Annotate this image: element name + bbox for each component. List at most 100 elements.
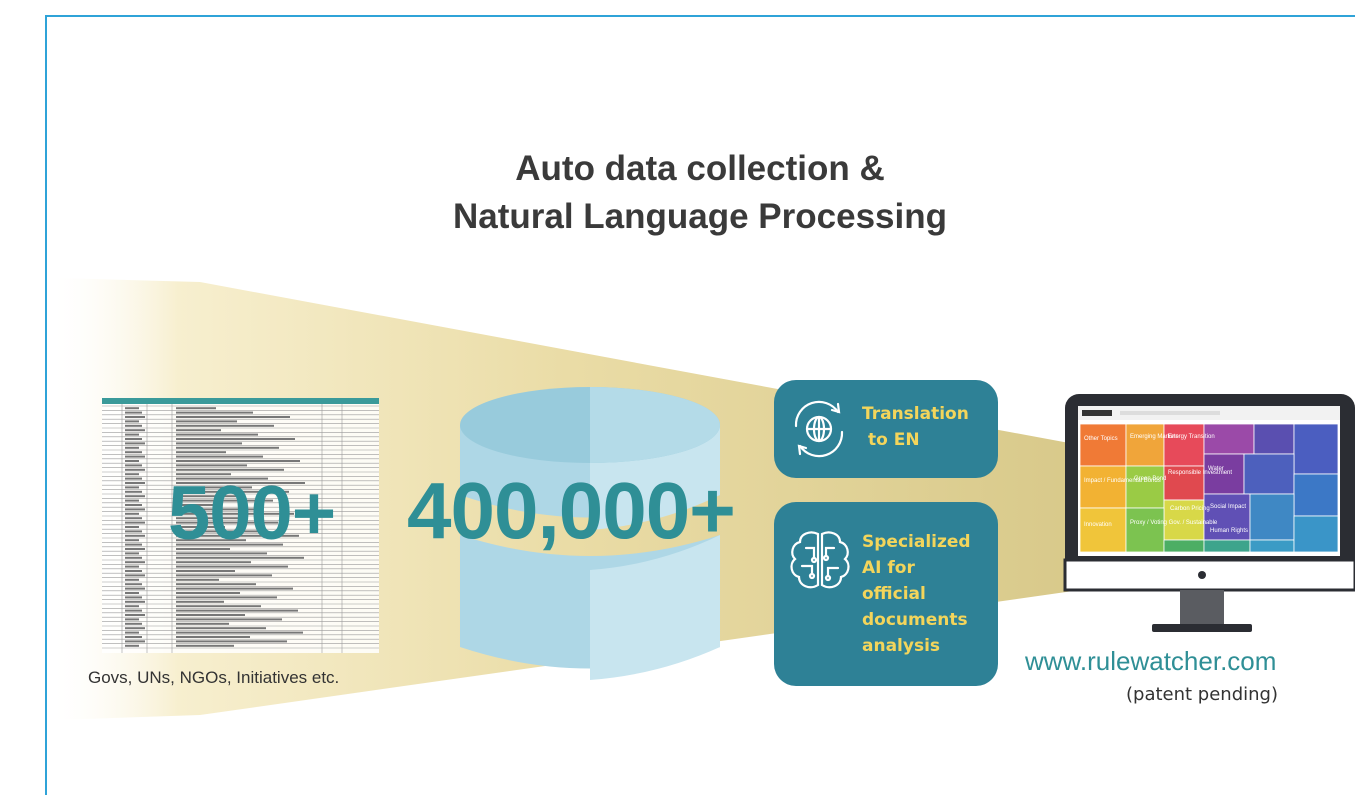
title-line-1: Auto data collection & [515, 149, 885, 188]
treemap-tile-label: Impact / Fundamental Bonds [1084, 478, 1161, 484]
sheet-cell-text [125, 631, 139, 634]
sheet-cell-text [176, 539, 246, 542]
sheet-cell-text [176, 631, 303, 634]
sheet-cell-text [125, 407, 139, 410]
translation-card: Translation to EN [774, 380, 998, 478]
sources-count: 500+ [168, 471, 336, 556]
sheet-cell-text [176, 596, 277, 599]
treemap-tile [1163, 539, 1205, 553]
treemap-tile-label: Social Impact [1210, 504, 1246, 510]
sheet-cell-text [125, 552, 139, 555]
sheet-cell-text [176, 486, 252, 489]
treemap-tile [1293, 515, 1339, 553]
sheet-cell-text [125, 490, 142, 493]
sheet-cell-text [176, 442, 242, 445]
sheet-cell-text [125, 596, 142, 599]
treemap-tile-label: Green Bond [1134, 476, 1166, 482]
sheet-cell-text [125, 548, 145, 550]
sheet-cell-text [125, 455, 145, 458]
sheet-cell-text [176, 574, 272, 577]
sheet-cell-text [176, 446, 279, 449]
sheet-cell-text [176, 429, 221, 432]
sheet-cell-text [125, 464, 142, 467]
sheet-cell-text [176, 534, 299, 537]
ai-analysis-card: Specialized AI for official documents an… [774, 502, 998, 686]
sheet-cell-text [176, 526, 225, 528]
sheet-cell-text [176, 605, 261, 608]
sheet-cell-text [176, 460, 300, 462]
treemap-tile-label: Other Topics [1084, 436, 1118, 442]
sheet-cell-text [176, 570, 235, 572]
sheet-cell-text [176, 543, 283, 546]
sheet-cell-text [125, 521, 145, 524]
ai-line-5: analysis [862, 636, 941, 656]
sheet-cell-text [125, 526, 139, 528]
treemap-tile-label: Proxy / Voting Gov. / Sustainable [1130, 520, 1218, 526]
treemap-tile [1125, 507, 1165, 553]
sheet-cell-text [176, 477, 268, 480]
treemap-tile [1243, 453, 1295, 495]
sheet-cell-text [176, 482, 305, 484]
sheet-cell-text [125, 600, 145, 603]
sheet-cell-text [176, 578, 219, 581]
sheet-cell-text [125, 486, 139, 489]
sheet-cell-text [125, 578, 139, 581]
site-url[interactable]: www.rulewatcher.com [1025, 646, 1277, 676]
sheet-cell-text [125, 495, 145, 498]
treemap-tile [1203, 539, 1251, 553]
sources-caption: Govs, UNs, NGOs, Initiatives etc. [88, 668, 340, 687]
treemap-tile-label: Energy Transition [1168, 434, 1215, 440]
sheet-cell-text [176, 473, 231, 476]
treemap-tile [1293, 423, 1339, 475]
database-count: 400,000+ [407, 466, 736, 555]
sheet-cell-text [125, 424, 142, 427]
sheet-cell-text [125, 411, 142, 414]
sheet-cell-text [125, 605, 139, 608]
ai-line-3: official [862, 584, 926, 604]
sheet-cell-text [125, 504, 142, 506]
ai-line-2: AI for [862, 558, 915, 578]
database-icon [460, 387, 720, 680]
sheet-cell-text [125, 442, 145, 445]
sheet-cell-text [176, 636, 250, 638]
sheet-cell-text [125, 570, 142, 572]
sheet-cell-text [176, 495, 236, 498]
sheet-cell-text [125, 627, 145, 630]
sheet-cell-text [125, 433, 139, 436]
sheet-cell-text [176, 499, 273, 502]
sheet-cell-text [176, 614, 245, 616]
sheet-cell-text [125, 473, 139, 476]
treemap-tile-label: Human Rights [1210, 528, 1248, 534]
treemap-tile [1125, 423, 1165, 467]
slide-frame [45, 15, 1355, 795]
treemap-tile-label: Innovation [1084, 522, 1112, 528]
sheet-cell-text [125, 556, 142, 559]
sheet-cell-text [176, 420, 237, 423]
sheet-cell-text [176, 644, 234, 647]
brain-circuit-icon [790, 531, 850, 589]
sheet-cell-text [125, 530, 142, 533]
sheet-cell-text [125, 644, 139, 647]
treemap-tile [1249, 493, 1295, 541]
sheet-cell-text [176, 618, 282, 621]
sheet-cell-text [125, 512, 139, 515]
sheet-cell-text [125, 468, 145, 471]
sheet-cell-text [176, 468, 284, 471]
ai-analysis-text: Specialized AI for official documents an… [862, 529, 971, 659]
sheet-cell-text [125, 499, 139, 502]
sheet-cell-text [176, 556, 304, 559]
treemap-tile-label: Emerging Markets [1130, 434, 1179, 440]
sheet-cell-text [176, 565, 288, 568]
treemap-tile [1125, 465, 1165, 509]
treemap-tile [1163, 423, 1205, 467]
treemap-tile [1203, 423, 1255, 455]
sheet-cell-text [176, 622, 229, 625]
ai-line-4: documents [862, 610, 968, 630]
sheet-cell-text [125, 543, 142, 546]
sheet-cell-text [176, 490, 289, 493]
sheet-cell-text [176, 583, 256, 586]
sheet-cell-text [125, 438, 142, 440]
sheet-cell-text [125, 587, 145, 590]
sheet-cell-text [125, 622, 142, 625]
sheet-cell-text [125, 477, 142, 480]
